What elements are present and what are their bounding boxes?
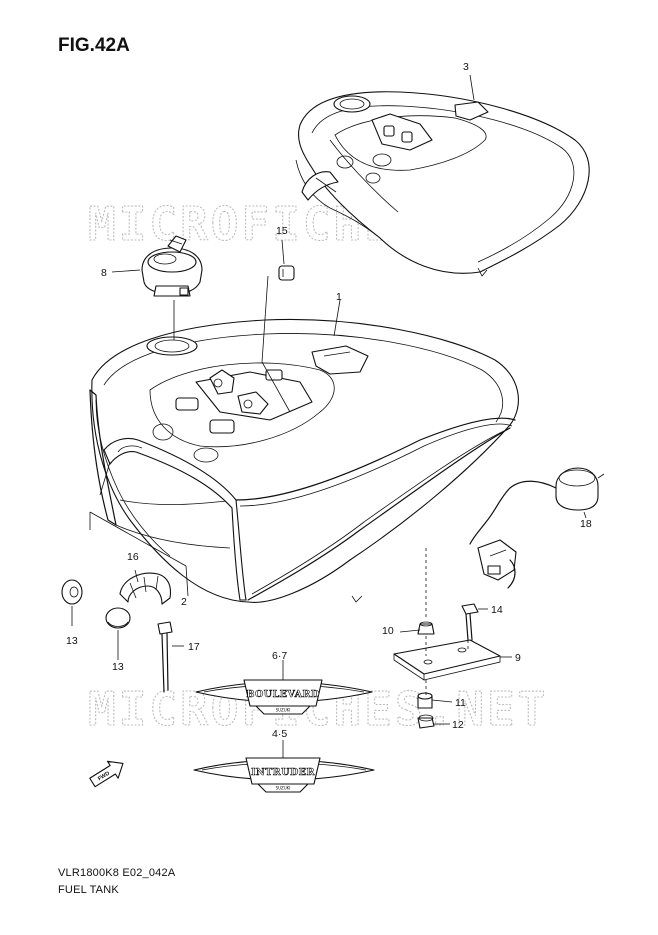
- callout-14: 14: [491, 604, 503, 616]
- callout-1: 1: [336, 291, 342, 303]
- leader-lines: [71, 74, 587, 770]
- cable-tie: [157, 621, 173, 693]
- callout-9: 9: [515, 652, 521, 664]
- callout-11: 11: [455, 697, 466, 709]
- model-code: VLR1800K8 E02_042A: [58, 867, 176, 879]
- section-name: FUEL TANK: [58, 884, 119, 896]
- nut: [417, 714, 435, 729]
- callout-4-5: 4·5: [272, 728, 287, 740]
- intruder-emblem-sub: SUZUKI: [276, 786, 291, 791]
- forward-arrow-icon: FWD: [89, 760, 124, 788]
- callout-16: 16: [127, 551, 139, 563]
- callout-18: 18: [580, 518, 592, 530]
- boulevard-emblem-text: BOULEVARD: [246, 689, 319, 700]
- cushion-curved: [119, 572, 172, 605]
- callout-10: 10: [382, 625, 394, 637]
- cushion: [417, 621, 435, 635]
- fuel-tank: [89, 318, 519, 603]
- spacer: [417, 692, 433, 709]
- callout-8: 8: [101, 267, 107, 279]
- intruder-emblem-text: INTRUDER: [251, 767, 315, 778]
- callout-6-7: 6·7: [272, 650, 287, 662]
- callout-labels: 1 2 3 4·5 6·7 8 9 10 11 12 13 13 14 15 1…: [66, 61, 592, 740]
- grommet: [61, 579, 83, 605]
- figure-title: FIG.42A: [58, 35, 130, 56]
- mounting-bracket: [393, 639, 501, 681]
- boulevard-emblem: BOULEVARD SUZUKI: [195, 679, 373, 715]
- plug: [105, 607, 131, 629]
- fwd-label: FWD: [97, 771, 111, 783]
- callout-3: 3: [463, 61, 469, 73]
- callout-17: 17: [188, 641, 200, 653]
- fuel-cap: [141, 235, 203, 297]
- cushion-small: [278, 265, 295, 281]
- fuel-level-sensor: [469, 467, 605, 589]
- callout-13-lower: 13: [112, 661, 124, 673]
- callout-13-upper: 13: [66, 635, 78, 647]
- boulevard-emblem-sub: SUZUKI: [276, 708, 291, 713]
- callout-12: 12: [452, 719, 464, 731]
- callout-15: 15: [276, 225, 288, 237]
- callout-2: 2: [181, 596, 187, 608]
- intruder-emblem: INTRUDER SUZUKI: [193, 757, 375, 793]
- tank-cover: [295, 91, 590, 277]
- bolt: [461, 603, 479, 641]
